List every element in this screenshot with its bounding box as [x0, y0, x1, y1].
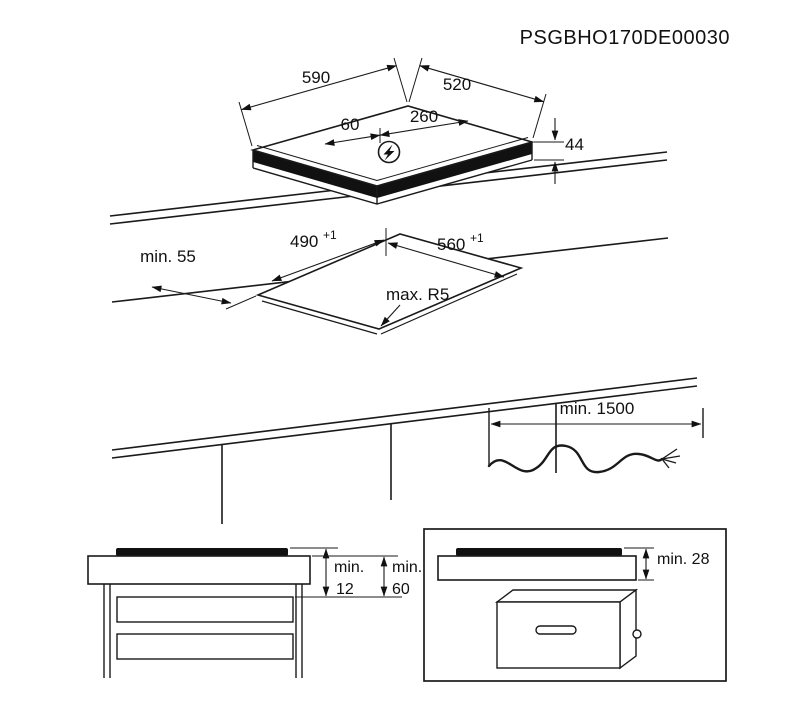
drawer-clearance-a-min: min.	[334, 559, 364, 576]
conn-right-label: 260	[410, 107, 438, 126]
hob-side-band	[253, 150, 377, 198]
extension-line	[225, 295, 257, 310]
oven-side-face	[619, 588, 637, 670]
hob-frame-line	[376, 137, 529, 181]
oven-handle	[535, 625, 577, 635]
drawer-installation-view: min. 12 min. 60	[87, 547, 422, 678]
power-connection-circle	[377, 140, 401, 164]
dimension-line	[379, 119, 469, 138]
oven-installation-view: min. 28	[423, 528, 727, 682]
hob-height-label: 44	[565, 135, 584, 154]
hob-frame-line	[256, 145, 378, 181]
dimension-line	[271, 239, 385, 282]
cutout-depth-dimension: 490 +1	[271, 228, 387, 282]
cable-length-dimension: min. 1500	[488, 399, 704, 466]
hob-width-label: 590	[302, 68, 330, 87]
cutout-width-dimension: 560 +1	[387, 231, 505, 278]
hob-side-band	[377, 142, 532, 198]
worktop-profile	[87, 555, 311, 585]
corner-radius-label: max. R5	[386, 285, 449, 304]
hob-profile	[456, 548, 622, 556]
cutout-inner-wall	[380, 273, 518, 335]
drawer-clearance-a-value: 12	[336, 581, 354, 598]
dimension-line	[151, 285, 232, 305]
hob-profile	[116, 548, 288, 556]
edge-clearance-label: min. 55	[140, 247, 196, 266]
drawer-clearance-dimension-b: min. 60	[312, 555, 422, 598]
dimension-line	[324, 133, 381, 146]
cutout-inner-wall	[261, 300, 378, 335]
oven-front-face	[496, 601, 621, 669]
oven-top-face	[494, 589, 639, 603]
extension-line	[393, 57, 408, 103]
power-connection-dimension: 60 260	[324, 107, 469, 146]
cable-length-view: min. 1500	[487, 399, 704, 474]
leader-arrow	[380, 304, 401, 327]
detail-box-border	[423, 528, 727, 682]
hob-depth-dimension: 520	[408, 57, 547, 139]
cutout-width-tolerance: +1	[470, 231, 484, 245]
mains-cable	[487, 444, 664, 474]
cutout-depth-label: 490	[290, 232, 318, 251]
drawer-clearance-b-value: 60	[392, 581, 410, 598]
oven-clearance-dimension: min. 28	[624, 547, 710, 581]
hob-depth-label: 520	[443, 75, 471, 94]
cable-length-label: min. 1500	[560, 399, 635, 418]
cable-end-wires	[661, 448, 681, 469]
worktop-front-edge	[111, 377, 698, 451]
hob-height-dimension: 44	[534, 118, 584, 184]
edge-clearance-dimension: min. 55	[140, 247, 257, 310]
hob-isometric-view: 590 520 44 60 260	[109, 57, 668, 225]
drawer-front	[116, 596, 294, 623]
drawer-clearance-dimension-a: min. 12	[290, 547, 402, 598]
worktop-cutout-view: min. 55 490 +1 560 +1 max. R5	[111, 228, 698, 524]
extension-line	[408, 57, 423, 103]
lightning-bolt-icon	[383, 144, 395, 161]
dimension-line	[419, 65, 545, 103]
power-connection-icon	[377, 140, 401, 164]
built-in-oven	[494, 588, 642, 670]
worktop-profile	[437, 555, 637, 581]
hob-width-dimension: 590	[238, 57, 408, 147]
worktop-front-edge	[111, 385, 698, 459]
oven-knob	[632, 629, 642, 639]
dimension-line	[387, 242, 505, 278]
corner-radius-callout: max. R5	[380, 285, 449, 327]
conn-left-label: 60	[341, 115, 360, 134]
dimension-line	[241, 64, 397, 111]
cutout-depth-tolerance: +1	[323, 228, 337, 242]
drawer-front	[116, 633, 294, 660]
drawer-clearance-b-min: min.	[392, 559, 422, 576]
document-code: PSGBHO170DE00030	[520, 27, 730, 49]
oven-clearance-label: min. 28	[657, 551, 710, 568]
cutout-width-label: 560	[437, 235, 465, 254]
